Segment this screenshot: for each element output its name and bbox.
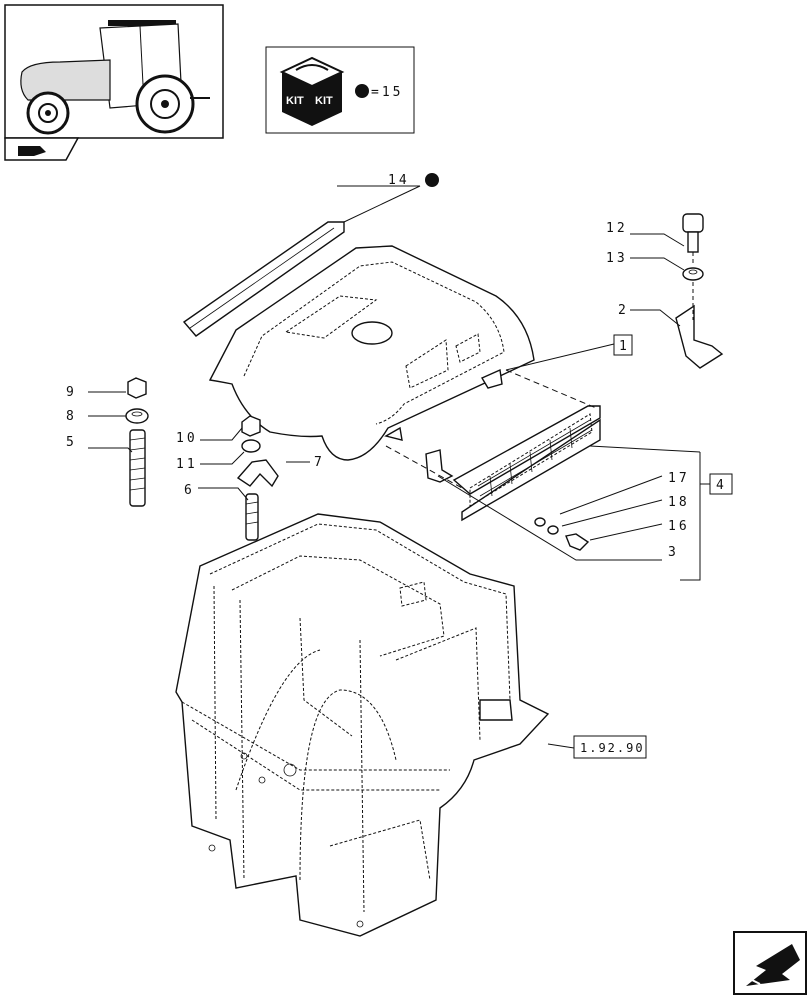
air-vent-grille-assembly bbox=[452, 405, 601, 522]
washer-part-8 bbox=[125, 408, 149, 424]
kit-label-left: KIT bbox=[286, 95, 304, 107]
callout-14: 14 bbox=[388, 173, 410, 188]
bracket-part-3 bbox=[425, 449, 454, 483]
callout-10: 10 bbox=[176, 431, 198, 446]
kit-box-icon: KIT KIT bbox=[279, 56, 345, 126]
callout-box-4 bbox=[709, 473, 733, 495]
callout-labels: 14 12 13 2 1 9 8 5 10 11 7 6 17 18 16 3 … bbox=[66, 173, 733, 759]
reference-box bbox=[573, 735, 647, 759]
callout-11: 11 bbox=[176, 457, 198, 472]
callout-9: 9 bbox=[66, 385, 77, 400]
callout-3: 3 bbox=[668, 545, 679, 560]
roof-panel-part-1 bbox=[208, 245, 535, 461]
callout-6: 6 bbox=[184, 483, 195, 498]
washer-part-13 bbox=[682, 267, 704, 281]
nut-part-9 bbox=[127, 377, 147, 399]
fastener-set-16-17-18 bbox=[534, 517, 590, 551]
kit-legend: KIT KIT =15 bbox=[265, 46, 415, 134]
callout-8: 8 bbox=[66, 409, 77, 424]
callout-12: 12 bbox=[606, 221, 628, 236]
callout-7: 7 bbox=[314, 455, 325, 470]
callout-18: 18 bbox=[668, 495, 690, 510]
stud-part-6 bbox=[245, 493, 259, 541]
callout-2: 2 bbox=[618, 303, 629, 318]
kit-dot-marker bbox=[425, 173, 439, 187]
washer-part-11 bbox=[241, 439, 261, 453]
leader-lines bbox=[88, 185, 710, 749]
callout-13: 13 bbox=[606, 251, 628, 266]
cab-frame bbox=[175, 513, 550, 937]
nut-part-10 bbox=[241, 415, 261, 437]
callout-box-1 bbox=[613, 334, 633, 356]
tractor-thumbnail-icon bbox=[4, 4, 224, 139]
callout-1: 1 bbox=[619, 339, 630, 354]
callout-16: 16 bbox=[668, 519, 690, 534]
bracket-part-2 bbox=[675, 304, 724, 369]
callout-5: 5 bbox=[66, 435, 77, 450]
seal-strip-part-14 bbox=[182, 221, 345, 337]
kit-equals-text: =15 bbox=[371, 85, 403, 100]
next-page-icon[interactable] bbox=[733, 931, 807, 995]
reference-text: 1.92.90 bbox=[580, 741, 645, 755]
callout-4: 4 bbox=[716, 478, 727, 493]
clip-part-7 bbox=[236, 459, 279, 488]
previous-page-icon[interactable] bbox=[4, 137, 80, 161]
callout-17: 17 bbox=[668, 471, 690, 486]
kit-dot-icon bbox=[355, 84, 369, 98]
stud-part-5 bbox=[129, 429, 146, 507]
kit-label-right: KIT bbox=[315, 95, 333, 107]
bolt-part-12 bbox=[682, 213, 704, 253]
